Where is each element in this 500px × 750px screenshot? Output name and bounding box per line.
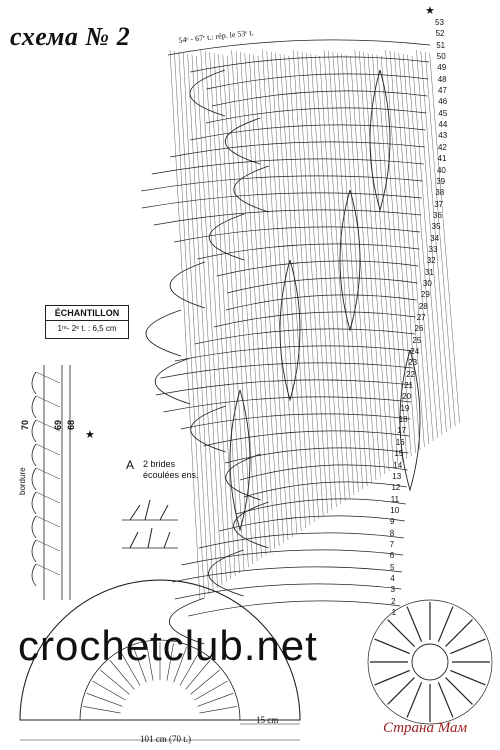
start-star-icon: ★ [425,4,435,17]
row-number: 3 [390,585,396,595]
row-number: 26 [414,324,424,334]
border-label: bordure [18,467,27,495]
row-number: 27 [416,313,426,322]
row-number: 15 [394,449,404,459]
row-number: 8 [389,528,395,538]
row-number: 24 [410,347,420,357]
row-number: 39 [436,176,446,186]
page-title: схема № 2 [10,22,131,51]
row-number: 6 [389,551,395,561]
row-number: 36 [433,210,442,220]
row-number: 53 [435,18,444,27]
border-star-icon: ★ [85,428,95,441]
row-number: 45 [438,108,448,118]
row-number: 22 [406,369,415,379]
row-number: 51 [436,40,446,50]
row-number: 5 [389,562,395,572]
row-number: 28 [418,301,428,311]
row-number: 14 [393,460,403,470]
legend-line-2: écoulées ens. [143,470,199,480]
row-number: 4 [390,573,395,583]
row-number: 11 [390,494,400,504]
row-number: 13 [392,471,402,481]
row-number: 23 [408,358,418,368]
row-number: 9 [389,517,395,527]
row-number: 44 [438,120,448,130]
row-number: 21 [404,381,413,391]
row-label-69: 69 [53,419,63,430]
row-number: 37 [434,199,444,209]
row-label-70: 70 [20,419,30,430]
row-number: 50 [436,52,446,62]
row-number: 12 [391,483,401,493]
row-number: 49 [437,63,447,73]
row-number: 38 [435,188,445,198]
row-number: 33 [428,244,438,254]
row-number: 20 [402,392,412,402]
row-number: 1 [391,608,397,617]
sample-box: ÉCHANTILLON 1ʳᵉ- 2ᵉ t. : 6,5 cm [45,305,129,339]
row-number: 52 [435,29,445,39]
watermark: crochetclub.net [18,622,318,669]
row-label-68: 68 [66,419,76,430]
row-number: 35 [431,222,441,232]
row-number: 40 [436,165,446,175]
row-number: 2 [391,596,396,606]
row-number: 7 [389,539,395,549]
row-number: 34 [430,233,440,243]
row-number: 47 [438,86,447,96]
row-number: 25 [412,335,422,345]
row-number: 32 [426,256,436,266]
row-number: 19 [400,403,410,413]
row-number: 29 [420,290,430,300]
width-dimension: 101 cm (70 t.) [140,734,191,744]
legend-text: 2 brides écoulées ens. [143,459,199,481]
cluster-stitch-icon: A [126,458,135,472]
sample-title: ÉCHANTILLON [46,306,128,321]
row-number: 17 [397,426,407,436]
row-number: 31 [424,267,434,277]
row-number: 16 [395,437,405,447]
sample-gauge: 1ʳᵉ- 2ᵉ t. : 6,5 cm [57,324,117,333]
row-number: 30 [422,278,432,288]
row-number: 10 [390,505,400,515]
row-number: 18 [398,415,408,425]
row-number: 46 [438,97,448,107]
radius-dimension: 15 cm [256,715,279,725]
site-stamp: Страна Мам [383,720,468,736]
row-number: 43 [438,131,448,141]
row-number: 48 [437,74,447,84]
row-number: 42 [437,142,447,152]
row-number: 41 [437,154,447,164]
legend-line-1: 2 brides [143,459,176,469]
